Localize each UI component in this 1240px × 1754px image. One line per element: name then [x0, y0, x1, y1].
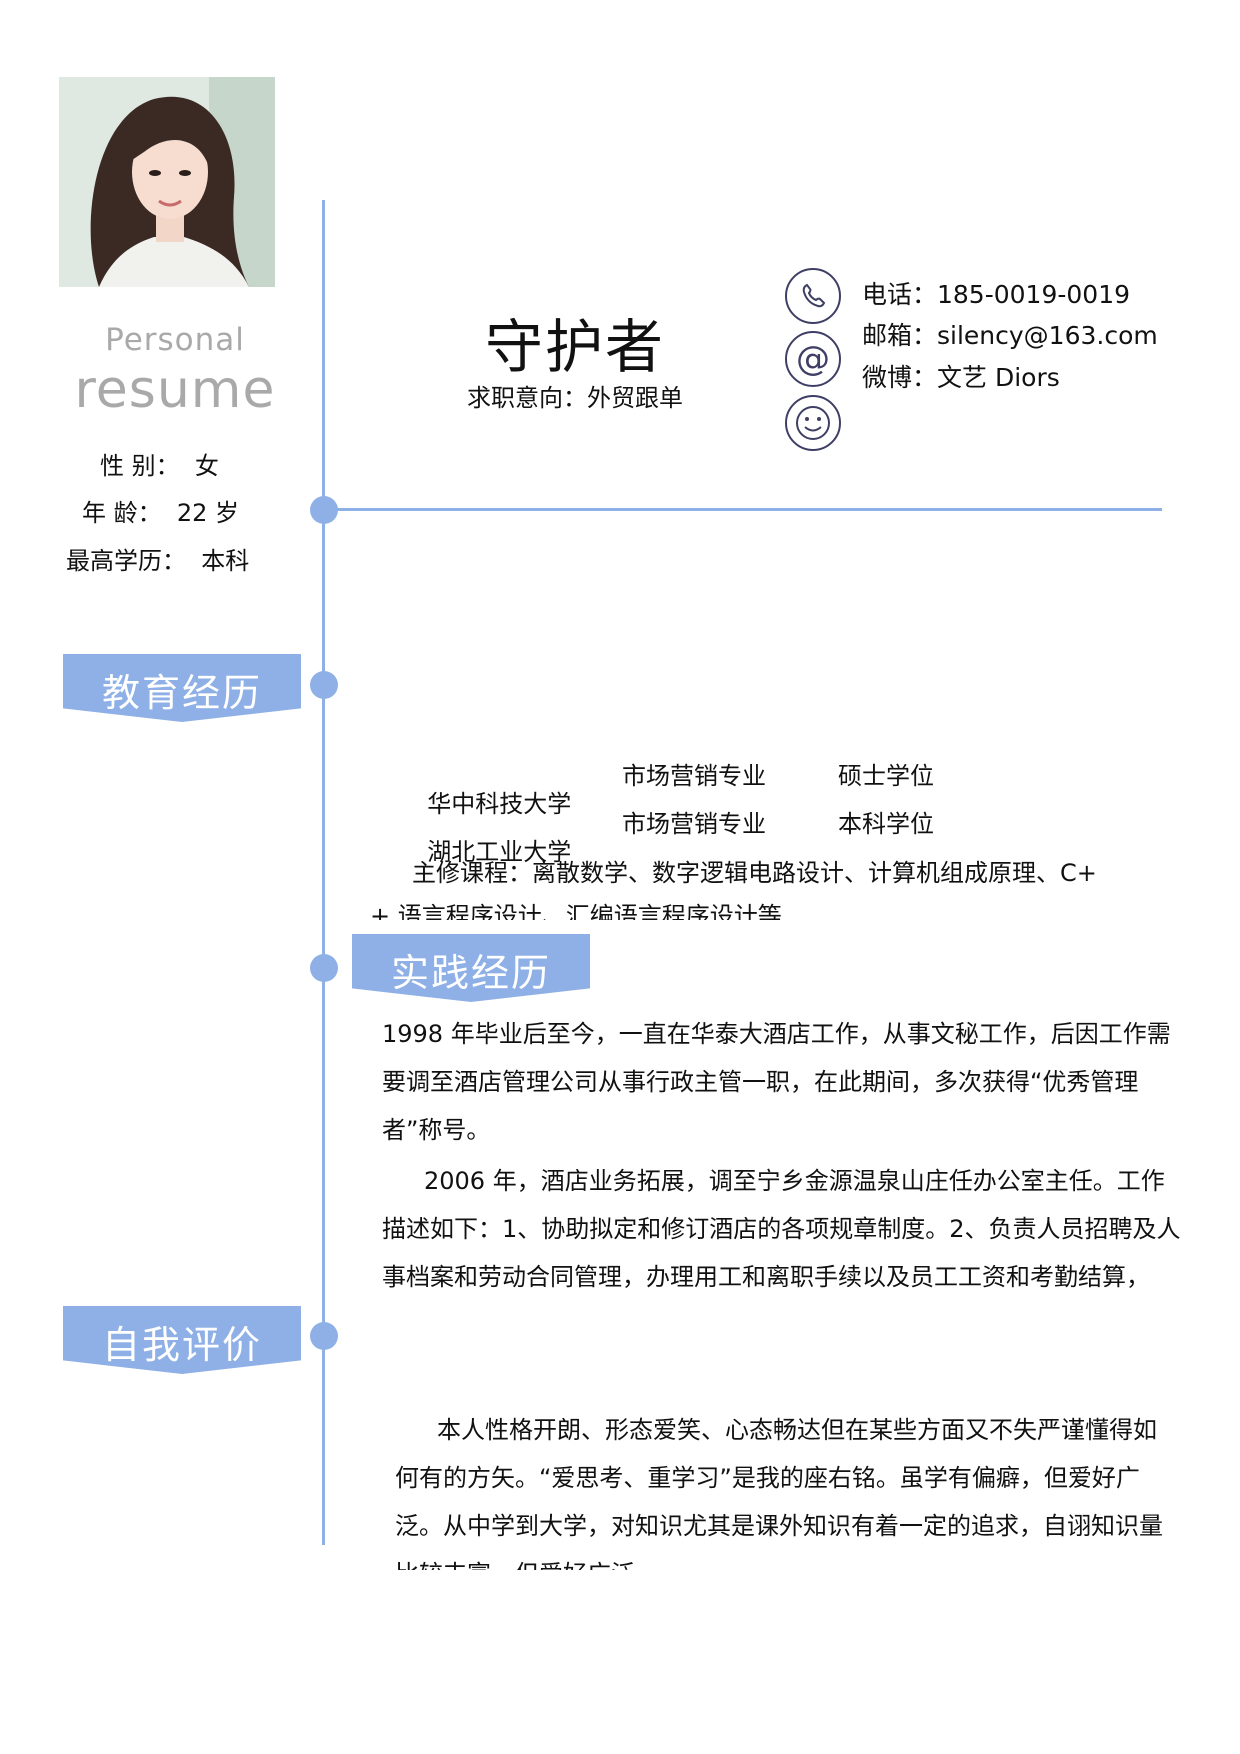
education-row-major: 市场营销专业: [622, 762, 766, 790]
candidate-name: 守护者: [484, 313, 665, 381]
self-evaluation-paragraph: 本人性格开朗、形态爱笑、心态畅达但在某些方面又不失严谨懂得如何有的方矢。“爱思考…: [395, 1416, 1163, 1570]
education-level-info: 最高学历： 本科: [66, 547, 250, 575]
practice-paragraph-1: 1998 年毕业后至今，一直在华泰大酒店工作，从事文秘工作，后因工作需要调至酒店…: [382, 1020, 1171, 1144]
job-objective: 求职意向：外贸跟单: [467, 384, 683, 412]
email-contact: 邮箱：silency@163.com: [862, 321, 1158, 350]
education-section-title: 教育经历: [63, 654, 301, 722]
header-divider-line: [322, 508, 1162, 511]
education-row: 华中科技大学: [412, 756, 571, 819]
courses-line-continued: + 语言程序设计、汇编语言程序设计等: [370, 902, 782, 920]
self-evaluation-clip: 本人性格开朗、形态爱笑、心态畅达但在某些方面又不失严谨懂得如何有的方矢。“爱思考…: [395, 1406, 1165, 1570]
courses-line: 主修课程：离散数学、数字逻辑电路设计、计算机组成原理、C+: [412, 859, 1097, 887]
profile-photo: [59, 77, 275, 287]
smiley-icon: [785, 395, 841, 451]
timeline-dot: [310, 954, 338, 982]
courses-line-clip: + 语言程序设计、汇编语言程序设计等: [370, 896, 970, 920]
timeline-dot: [310, 671, 338, 699]
resume-label: resume: [74, 360, 276, 420]
timeline-vertical-line: [322, 200, 325, 1545]
education-row-degree: 硕士学位: [838, 762, 934, 790]
weibo-contact: 微博：文艺 Diors: [862, 363, 1060, 392]
at-sign-icon: @: [785, 331, 841, 387]
phone-icon: [785, 268, 841, 324]
practice-section-title: 实践经历: [352, 934, 590, 1002]
timeline-dot: [310, 1322, 338, 1350]
education-row-degree: 本科学位: [838, 810, 934, 838]
school-name: 华中科技大学: [427, 790, 572, 818]
school-name: 湖北工业大学: [427, 838, 572, 866]
education-row-major: 市场营销专业: [622, 810, 766, 838]
personal-label: Personal: [105, 322, 245, 358]
timeline-dot: [310, 496, 338, 524]
practice-paragraph-2: 2006 年，酒店业务拓展，调至宁乡金源温泉山庄任办公室主任。工作描述如下：1、…: [382, 1167, 1181, 1291]
self-evaluation-section-title: 自我评价: [63, 1306, 301, 1374]
gender-info: 性 别： 女: [100, 452, 219, 480]
education-row: 湖北工业大学: [412, 804, 571, 867]
phone-contact: 电话：185-0019-0019: [862, 280, 1131, 309]
age-info: 年 龄： 22 岁: [82, 499, 240, 527]
